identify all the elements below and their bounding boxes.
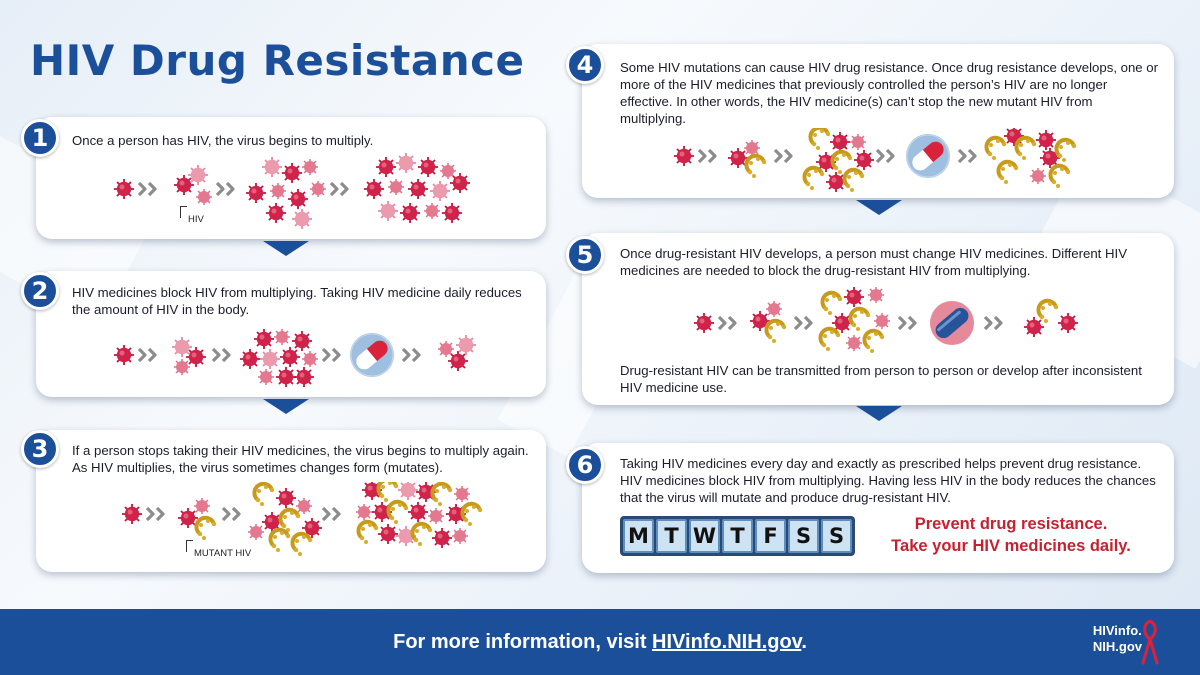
virus-icon	[113, 178, 135, 200]
chevron-right-icon	[145, 506, 165, 522]
step-6-number: 6	[566, 446, 604, 484]
weekly-pillbox: M T W T F S S	[620, 516, 855, 556]
pillbox-day: W	[689, 519, 720, 553]
step-5-note: Drug-resistant HIV can be transmitted fr…	[620, 363, 1142, 395]
virus-cluster	[245, 156, 327, 230]
step-4-illustration	[673, 128, 1079, 192]
hiv-label: HIV	[188, 214, 204, 225]
step-5-text: Once drug-resistant HIV develops, a pers…	[620, 246, 1127, 278]
virus-cluster	[363, 153, 471, 224]
pillbox-day: T	[722, 519, 753, 553]
logo-line-1: HIVinfo.	[1092, 623, 1142, 638]
arrow-down-icon	[856, 406, 902, 421]
step-4-text: Some HIV mutations can cause HIV drug re…	[620, 60, 1159, 126]
pillbox-day: M	[623, 519, 654, 553]
pill-icon	[930, 301, 974, 345]
label-pointer	[180, 206, 187, 218]
step-3-text: If a person stops taking their HIV medic…	[72, 443, 529, 475]
pillbox-day: T	[656, 519, 687, 553]
chevron-right-icon	[697, 148, 717, 164]
mutant-hiv-label: MUTANT HIV	[194, 548, 252, 559]
footer-bar: For more information, visit HIVinfo.NIH.…	[0, 609, 1200, 675]
virus-icon	[173, 164, 213, 206]
red-ribbon-icon	[1141, 619, 1159, 665]
cta-line-2: Take your HIV medicines daily.	[891, 537, 1131, 555]
chevron-right-icon	[321, 506, 341, 522]
chevron-right-icon	[773, 148, 793, 164]
arrow-down-icon	[856, 200, 902, 215]
virus-icon	[113, 344, 135, 366]
step-1-card: Once a person has HIV, the virus begins …	[36, 117, 546, 239]
chevron-right-icon	[221, 506, 241, 522]
label-pointer	[186, 540, 193, 552]
step-3-illustration	[121, 482, 485, 558]
chevron-right-icon	[875, 148, 895, 164]
chevron-right-icon	[957, 148, 977, 164]
step-2-illustration	[113, 328, 477, 388]
footer-suffix: .	[801, 631, 807, 653]
chevron-right-icon	[793, 315, 813, 331]
arrow-down-icon	[263, 241, 309, 256]
virus-icon	[693, 312, 715, 334]
footer-link[interactable]: HIVinfo.NIH.gov	[652, 631, 802, 653]
step-1-illustration	[113, 153, 471, 230]
chevron-right-icon	[215, 181, 235, 197]
step-4-number: 4	[566, 46, 604, 84]
step-2-number: 2	[21, 272, 59, 310]
page-title: HIV Drug Resistance	[30, 36, 525, 85]
chevron-right-icon	[211, 347, 231, 363]
chevron-right-icon	[401, 347, 421, 363]
chevron-right-icon	[137, 347, 157, 363]
step-3-card: If a person stops taking their HIV medic…	[36, 430, 546, 572]
pillbox-day: F	[755, 519, 786, 553]
chevron-right-icon	[983, 315, 1003, 331]
chevron-right-icon	[137, 181, 157, 197]
virus-icon	[121, 503, 143, 525]
mutant-virus-icon	[194, 515, 219, 542]
hivinfo-logo[interactable]: HIVinfo. NIH.gov	[1093, 623, 1142, 655]
step-5-number: 5	[566, 236, 604, 274]
virus-icon	[673, 145, 695, 167]
step-2-text: HIV medicines block HIV from multiplying…	[72, 285, 522, 317]
logo-line-2: NIH.gov	[1092, 639, 1142, 654]
mutant-virus-icon	[764, 318, 789, 345]
pillbox-day: S	[788, 519, 819, 553]
footer-text: For more information, visit HIVinfo.NIH.…	[0, 631, 1200, 654]
step-5-illustration	[693, 286, 1079, 355]
pillbox-day: S	[821, 519, 852, 553]
step-3-number: 3	[21, 430, 59, 468]
step-4-card: Some HIV mutations can cause HIV drug re…	[582, 44, 1174, 198]
step-1-text: Once a person has HIV, the virus begins …	[72, 133, 374, 148]
pill-icon	[349, 332, 395, 378]
cta-line-1: Prevent drug resistance.	[914, 515, 1108, 533]
step-1-number: 1	[21, 119, 59, 157]
mutant-virus-icon	[744, 153, 769, 180]
chevron-right-icon	[329, 181, 349, 197]
step-6-text: Taking HIV medicines every day and exact…	[620, 456, 1156, 505]
pill-icon	[905, 133, 951, 179]
chevron-right-icon	[717, 315, 737, 331]
step-2-card: HIV medicines block HIV from multiplying…	[36, 271, 546, 397]
chevron-right-icon	[321, 347, 341, 363]
chevron-right-icon	[897, 315, 917, 331]
footer-prefix: For more information, visit	[393, 631, 653, 653]
arrow-down-icon	[263, 399, 309, 414]
step-5-card: Once drug-resistant HIV develops, a pers…	[582, 233, 1174, 405]
